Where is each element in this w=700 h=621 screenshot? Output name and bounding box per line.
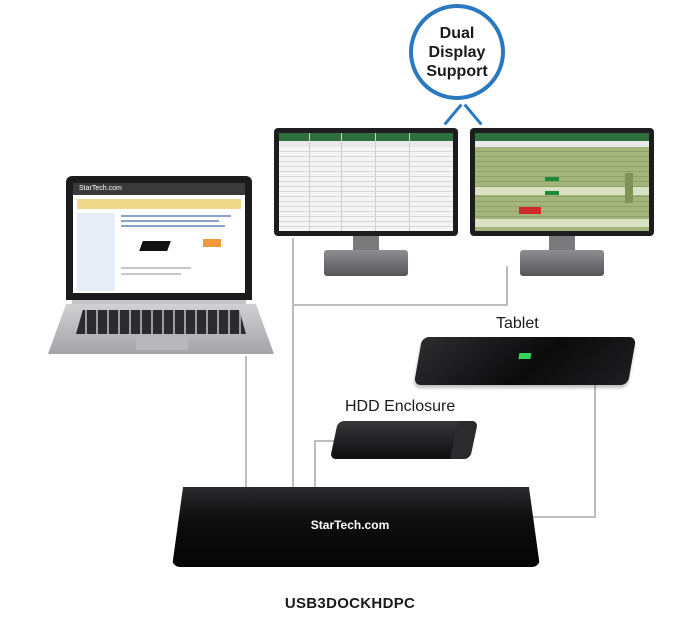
hdd-cable-horizontal <box>314 440 340 442</box>
green-cell <box>545 191 559 195</box>
website-text-line <box>121 267 191 269</box>
laptop-cable <box>245 356 247 488</box>
hdd-enclosure-label: HDD Enclosure <box>345 398 456 415</box>
laptop-lid: StarTech.com <box>66 176 252 300</box>
dual-display-callout: Dual Display Support <box>409 4 505 100</box>
dock-brand-logo: StarTech.com <box>310 518 390 532</box>
tablet-cable-horizontal <box>520 516 596 518</box>
left-spreadsheet-toolbar <box>279 141 453 147</box>
left-monitor-stand <box>324 250 408 276</box>
hdd-cable-vertical <box>314 440 316 488</box>
highlight-band <box>475 219 649 227</box>
laptop-trackpad <box>136 336 188 350</box>
website-text-line <box>121 220 219 222</box>
website-product-image <box>139 241 171 251</box>
monitor-cable-horizontal <box>292 304 508 306</box>
website-text-line <box>121 215 231 217</box>
callout-line-3: Support <box>426 62 488 80</box>
hdd-enclosure <box>329 421 479 459</box>
tablet <box>413 337 637 385</box>
right-monitor-neck <box>549 236 575 250</box>
website-buy-button <box>203 239 221 247</box>
website-sidebar <box>77 213 115 291</box>
left-monitor-bezel <box>274 128 458 236</box>
right-spreadsheet-ribbon <box>475 133 649 141</box>
green-cell <box>545 177 559 181</box>
left-spreadsheet-ribbon <box>279 133 453 141</box>
right-monitor-spreadsheet <box>475 133 649 231</box>
callout-text: Dual Display Support <box>417 24 497 81</box>
model-number: USB3DOCKHDPC <box>284 595 416 612</box>
laptop-keyboard <box>76 310 246 334</box>
tablet-indicator <box>518 353 532 359</box>
tablet-cable-vertical <box>594 382 596 518</box>
right-monitor-stand <box>520 250 604 276</box>
website-header <box>73 183 245 195</box>
column-shading <box>625 173 633 203</box>
website-text-line <box>121 273 181 275</box>
callout-line-2: Display <box>428 43 486 61</box>
laptop-screen: StarTech.com <box>73 183 245 293</box>
tablet-label: Tablet <box>496 315 539 332</box>
red-cell <box>519 207 541 214</box>
monitor-cable-vertical <box>292 238 294 488</box>
left-monitor-neck <box>353 236 379 250</box>
callout-pointer-left <box>443 103 463 126</box>
right-monitor-bezel <box>470 128 654 236</box>
docking-station <box>172 487 540 567</box>
right-spreadsheet-toolbar <box>475 141 649 147</box>
hdd-enclosure-end-cap <box>449 421 479 459</box>
highlight-band <box>475 187 649 195</box>
monitor-cable-right <box>506 266 508 306</box>
website-text-line <box>121 225 225 227</box>
website-logo: StarTech.com <box>79 185 122 192</box>
callout-pointer-right <box>463 103 483 126</box>
callout-line-1: Dual <box>439 24 475 42</box>
laptop-hinge <box>72 300 246 306</box>
website-banner <box>77 199 241 209</box>
left-monitor-spreadsheet <box>279 133 453 231</box>
